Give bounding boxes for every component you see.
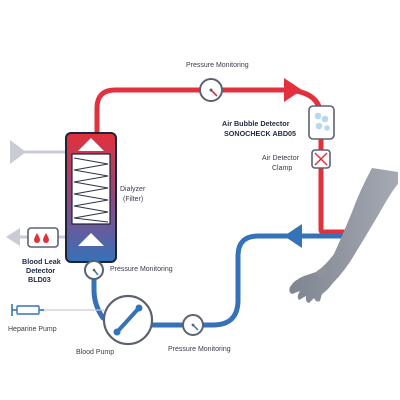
syringe-icon (16, 305, 40, 315)
blood-leak-detector-label-line1: Blood Leak (22, 257, 61, 266)
air-detector-clamp-label-line1: Air Detector (262, 155, 300, 162)
air-bubble-icon (314, 112, 322, 120)
heparine-pump (11, 304, 104, 316)
air-detector-clamp (311, 149, 331, 169)
dialyzer (65, 132, 117, 263)
dialysate-inlet-arrow-icon (10, 140, 26, 164)
arm-thumb (316, 267, 330, 278)
air-detector-clamp-label-line2: Clamp (272, 165, 292, 172)
heparine-pump-label: Heparine Pump (8, 326, 57, 333)
blue-flow-arrow-icon (284, 224, 302, 248)
blue-line-pump-in (91, 259, 106, 321)
blood-drop-icon (34, 233, 40, 243)
pressure-gauge-bottom (182, 314, 204, 336)
dialysate-outlet-arrow-icon (6, 228, 20, 246)
dialyzer-fiber-coil (73, 157, 109, 223)
pressure-monitoring-mid-label: Pressure Monitoring (110, 266, 173, 273)
arm-shape (289, 168, 398, 303)
dialyzer-label-line2: (Filter) (123, 196, 143, 203)
patient-arm (289, 168, 398, 303)
pump-rotor-icon (116, 307, 140, 333)
air-bubble-detector-label-line1: Air Bubble Detector (222, 119, 290, 128)
blood-pump-label: Blood Pump (76, 349, 114, 356)
pressure-gauge-mid (84, 260, 104, 280)
pressure-gauge-top (199, 78, 223, 102)
air-bubble-detector (308, 105, 335, 140)
air-bubble-detector-label-line2: SONOCHECK ABD05 (224, 129, 296, 138)
blood-pump (102, 294, 154, 346)
dialyzer-label-line1: Dialyzer (120, 186, 146, 193)
red-line-top (94, 87, 349, 235)
blood-drop-icon-2 (43, 233, 49, 243)
blood-leak-detector-label-line2: Detector (26, 266, 55, 275)
blue-line-return (149, 233, 352, 328)
dialyzer-top-arrow-icon (78, 138, 104, 151)
blood-leak-detector (27, 227, 59, 248)
blue-blood-line (91, 233, 352, 328)
blood-leak-detector-label-line3: BLD03 (28, 275, 51, 284)
dialyzer-bottom-arrow-icon (78, 233, 104, 246)
red-flow-arrow-icon (284, 78, 302, 102)
red-blood-line (94, 87, 349, 235)
pressure-monitoring-top-label: Pressure Monitoring (186, 62, 249, 69)
pressure-monitoring-bottom-label: Pressure Monitoring (168, 346, 231, 353)
